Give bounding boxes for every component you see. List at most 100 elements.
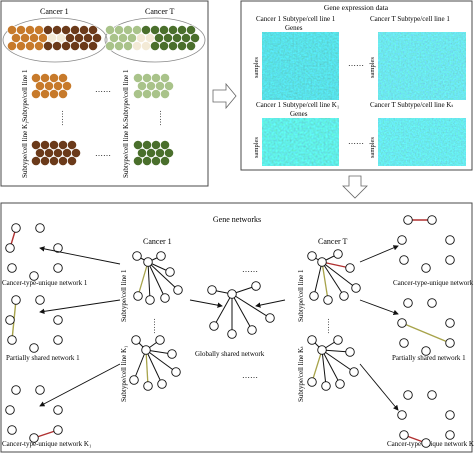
c1-sub1-label: Cancer 1 Subtype/cell line 1 [256, 15, 336, 23]
colored-edge [145, 349, 149, 387]
network-node [11, 295, 21, 305]
cell [133, 156, 143, 166]
network-node [399, 338, 409, 348]
left-unique-net-1-label: Cancer-type-unique network 1 [2, 279, 88, 287]
cell [141, 41, 151, 51]
net-hdots-bottom: …… [242, 371, 258, 380]
net-c1-subtype1-label: Subtype/cell line 1 [120, 269, 128, 322]
left-partial-net-1-label: Partially shared network 1 [6, 354, 80, 362]
cell [40, 89, 50, 99]
cell [105, 41, 115, 51]
cancerT-subtypeKT-cells [133, 140, 174, 166]
samples-label-3: samples [253, 137, 260, 158]
network-node [335, 379, 345, 389]
flow-arrow [39, 246, 121, 265]
hollow-arrow-down-icon [342, 175, 368, 199]
cell [186, 41, 196, 51]
network-node [445, 318, 455, 328]
shared-edge [231, 293, 271, 319]
network-node [427, 390, 437, 400]
network-node [421, 346, 431, 356]
cells-hdots-bottom: …… [95, 149, 111, 158]
cell [132, 41, 142, 51]
shared-edge [145, 349, 163, 385]
cell [151, 89, 161, 99]
cell [160, 140, 170, 150]
subtypeK1-label-left: Subtype/cell line K₁ [21, 122, 29, 179]
network-node [141, 345, 151, 355]
cell-lines-panel: Cancer 1 Cancer T Subtype/cell line 1 Su… [0, 0, 209, 187]
network-node [339, 291, 349, 301]
samples-label-4: samples [369, 137, 376, 158]
cell [190, 33, 200, 43]
cell [34, 41, 44, 51]
left-unique-net-K1-label: Cancer-type-unique network K₁ [2, 440, 91, 448]
network-node [207, 285, 217, 295]
flow-arrow [39, 363, 121, 407]
network-node [427, 298, 437, 308]
shared-edge [313, 261, 323, 297]
cell [88, 41, 98, 51]
cell [133, 89, 143, 99]
cell [123, 41, 133, 51]
network-node [445, 235, 455, 245]
genes-label-1: Genes [285, 24, 303, 32]
partially-shared-edge [401, 322, 451, 344]
cancerT-label: Cancer T [145, 7, 175, 16]
network-node [209, 321, 219, 331]
cell [79, 41, 89, 51]
cell [142, 89, 152, 99]
colored-edge [311, 349, 323, 383]
network-node [53, 263, 63, 273]
networks-title: Gene networks [213, 215, 261, 224]
network-node [129, 375, 139, 385]
network-node [173, 285, 183, 295]
c1-subK1-label: Cancer 1 Subtype/cell line K₁ [256, 101, 339, 109]
net-vdots-right: …… [326, 318, 335, 334]
shared-edge [147, 261, 166, 299]
colored-edge [137, 261, 149, 297]
cell [67, 140, 77, 150]
flow-arrow [359, 299, 399, 315]
flow-arrow [359, 363, 399, 411]
cancerT-ellipse [104, 17, 206, 63]
flow-arrow [255, 299, 286, 308]
cell [168, 41, 178, 51]
cell [164, 81, 174, 91]
flow-arrow [39, 299, 121, 315]
shared-edge [321, 349, 341, 385]
network-node [445, 430, 455, 440]
heatmap-cT-sub1 [378, 32, 466, 100]
network-node [399, 255, 409, 265]
network-node [143, 381, 153, 391]
cell [52, 41, 62, 51]
cells-vdots-left: …… [60, 110, 69, 126]
network-node [29, 343, 39, 353]
network-node [53, 405, 63, 415]
shared-edge [321, 349, 327, 387]
cell [61, 41, 71, 51]
network-node [309, 291, 319, 301]
net-vdots-left: …… [152, 318, 161, 334]
shared-edge [231, 293, 253, 331]
heatmap-c1-sub1 [262, 32, 339, 100]
shared-edge [147, 261, 151, 301]
cT-subKT-label: Cancer T Subtype/cell line Kₜ [370, 101, 453, 109]
subtype1-label-left: Subtype/cell line 1 [21, 69, 29, 122]
shared-edge [145, 349, 177, 373]
genes-label-2: Genes [290, 110, 308, 118]
net-hdots-top: …… [242, 265, 258, 274]
cell [31, 89, 41, 99]
cell [31, 156, 41, 166]
network-node [333, 249, 343, 259]
colored-edge [321, 261, 329, 301]
network-node [53, 335, 63, 345]
network-node [307, 335, 317, 345]
cell [7, 41, 17, 51]
network-node [11, 385, 21, 395]
network-node [247, 325, 257, 335]
network-node [403, 390, 413, 400]
network-node [7, 425, 17, 435]
cancerT-subtype1-cells [133, 73, 174, 99]
